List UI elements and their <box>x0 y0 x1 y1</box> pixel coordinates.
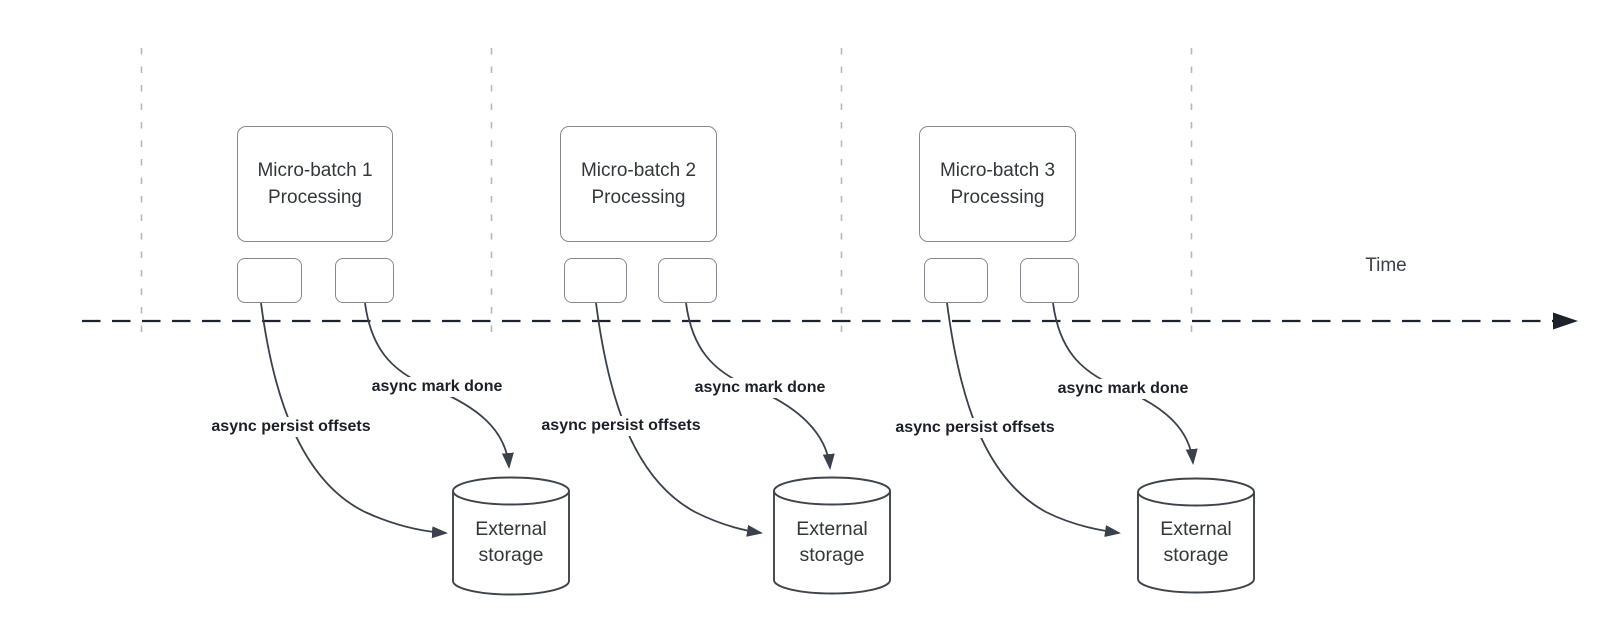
async-persist-offsets-arrow-3 <box>946 302 1121 537</box>
micro-batch-1-subtitle: Processing <box>268 187 362 208</box>
external-storage-line2: storage <box>799 543 865 566</box>
persist-task-box-3 <box>924 258 988 303</box>
micro-batch-3-box: Micro-batch 3 Processing <box>919 126 1076 242</box>
micro-batch-2-box: Micro-batch 2 Processing <box>560 126 717 242</box>
external-storage-cylinder-1 <box>452 476 570 596</box>
async-mark-done-label-3: async mark done <box>1053 379 1193 399</box>
external-storage-label-3: External storage <box>1137 506 1255 577</box>
micro-batch-1-title: Micro-batch 1 <box>257 160 373 181</box>
async-mark-done-label-1: async mark done <box>367 377 507 397</box>
persist-task-box-1 <box>237 258 302 303</box>
async-persist-offsets-arrow-1 <box>260 302 448 539</box>
time-axis-label: Time <box>1365 255 1407 276</box>
external-storage-line1: External <box>475 518 547 540</box>
external-storage-line2: storage <box>1163 543 1229 566</box>
external-storage-line2: storage <box>478 544 544 566</box>
async-persist-offsets-label-1: async persist offsets <box>207 417 375 437</box>
external-storage-label-2: External storage <box>773 505 891 578</box>
micro-batch-2-subtitle: Processing <box>591 187 686 208</box>
micro-batch-1-box: Micro-batch 1 Processing <box>237 126 393 242</box>
done-task-box-1 <box>335 258 394 303</box>
done-task-box-2 <box>658 258 717 303</box>
persist-task-box-2 <box>564 258 627 303</box>
external-storage-cylinder-2 <box>773 476 891 595</box>
micro-batch-3-title: Micro-batch 3 <box>939 160 1056 181</box>
time-axis-arrowhead-icon <box>1553 312 1578 330</box>
micro-batch-2-title: Micro-batch 2 <box>580 160 697 181</box>
external-storage-cylinder-3 <box>1137 477 1255 594</box>
external-storage-line1: External <box>796 517 868 540</box>
async-persist-offsets-label-2: async persist offsets <box>537 416 705 436</box>
async-persist-offsets-arrow-2 <box>595 302 763 537</box>
async-mark-done-label-2: async mark done <box>690 378 830 398</box>
external-storage-label-1: External storage <box>452 505 570 579</box>
done-task-box-3 <box>1020 258 1079 303</box>
micro-batch-3-subtitle: Processing <box>950 187 1045 208</box>
external-storage-line1: External <box>1160 517 1232 540</box>
async-persist-offsets-label-3: async persist offsets <box>891 418 1059 438</box>
